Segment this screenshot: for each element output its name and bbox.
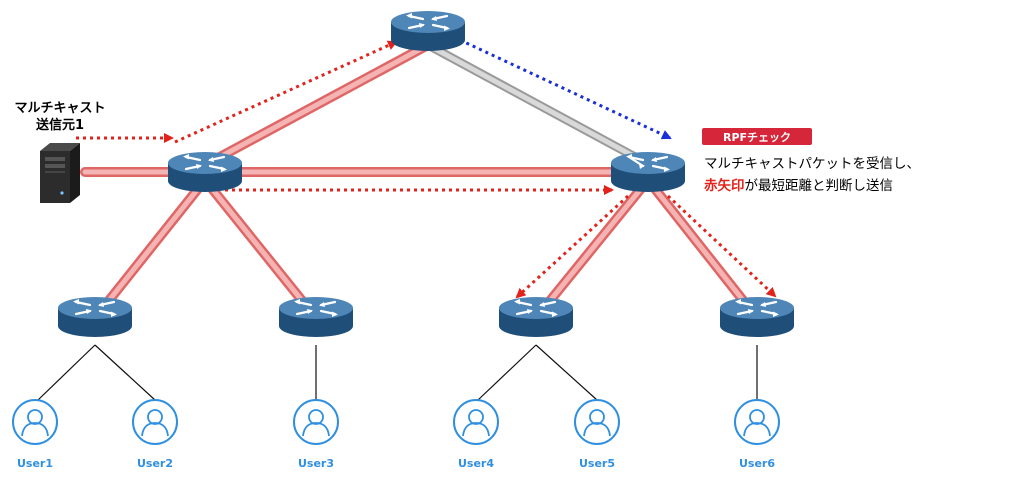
- user-label-1: User1: [17, 457, 53, 470]
- red-links: [80, 40, 762, 323]
- user-links: [37, 344, 758, 401]
- rpf-desc-line1: マルチキャストパケットを受信し、: [704, 156, 920, 172]
- user-icon: [12, 399, 58, 445]
- rpf-desc-red: 赤矢印: [704, 177, 745, 194]
- router-icon: [168, 152, 242, 192]
- routers: [58, 11, 794, 337]
- arrow-right-to-r3: [515, 194, 630, 299]
- user-labels: User1 User2 User3 User4 User5 User6: [17, 457, 775, 470]
- user-icon: [132, 399, 178, 445]
- rpf-desc-line2: 赤矢印が最短距離と判断し送信: [704, 177, 893, 194]
- router-icon: [720, 297, 794, 337]
- link-r1-user1: [37, 344, 96, 401]
- router-icon: [499, 297, 573, 337]
- user-icon: [574, 399, 620, 445]
- rpf-desc-rest: が最短距離と判断し送信: [745, 178, 894, 194]
- user-icon: [734, 399, 780, 445]
- router-icon: [58, 297, 132, 337]
- gray-link: [423, 40, 655, 170]
- source-label-line2: 送信元1: [35, 117, 84, 133]
- user-icon: [293, 399, 339, 445]
- user-label-5: User5: [579, 457, 615, 470]
- user-label-3: User3: [298, 457, 334, 470]
- user-label-6: User6: [739, 457, 775, 470]
- router-icon: [279, 297, 353, 337]
- arrow-r1-to-top: [174, 40, 398, 144]
- users: [12, 399, 780, 445]
- source-label-line1: マルチキャスト: [14, 101, 105, 116]
- router-icon: [391, 11, 465, 51]
- router-icon: [611, 152, 685, 192]
- user-label-2: User2: [137, 457, 173, 470]
- user-icon: [453, 399, 499, 445]
- flow-arrows: [76, 38, 777, 299]
- link-r3-user4: [477, 344, 537, 401]
- link-r1-user2: [94, 344, 156, 401]
- rpf-badge: RPFチェック: [702, 128, 812, 145]
- link-r3-user5: [535, 344, 598, 401]
- server-icon: [40, 143, 80, 203]
- rpf-badge-text: RPFチェック: [723, 131, 791, 144]
- user-label-4: User4: [458, 457, 494, 470]
